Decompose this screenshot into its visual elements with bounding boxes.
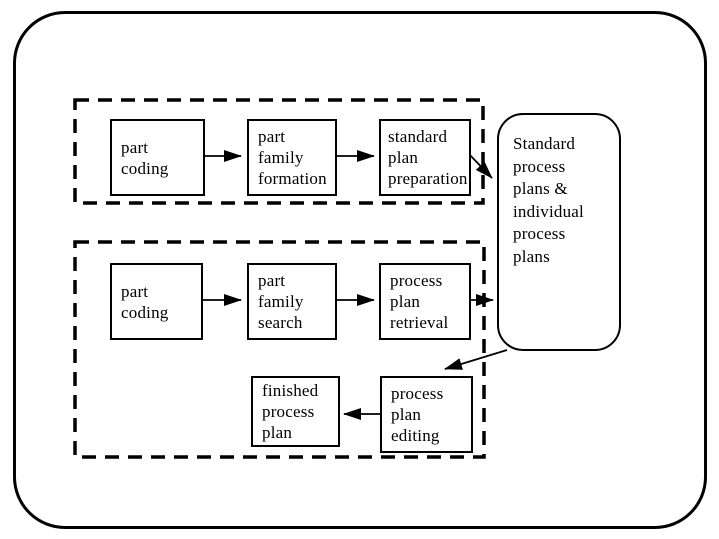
- box-standard-plan-preparation: standard plan preparation: [379, 119, 471, 196]
- box-process-plan-editing: process plan editing: [380, 376, 473, 453]
- dashed-region-variant-planning: [73, 240, 486, 459]
- box-finished-process-plan: finished process plan: [251, 376, 340, 447]
- store-standard-and-individual-process-plans: Standard process plans & individual proc…: [497, 113, 621, 351]
- box-part-coding-bottom: part coding: [110, 263, 203, 340]
- arrow-store-to-editing: [444, 349, 508, 370]
- box-process-plan-retrieval: process plan retrieval: [379, 263, 471, 340]
- box-part-family-formation: part family formation: [247, 119, 337, 196]
- dashed-region-standard-planning: [73, 98, 485, 205]
- box-part-coding-top: part coding: [110, 119, 205, 196]
- arrow-preparation-to-store: [467, 152, 493, 179]
- box-part-family-search: part family search: [247, 263, 337, 340]
- outer-frame: [13, 11, 707, 529]
